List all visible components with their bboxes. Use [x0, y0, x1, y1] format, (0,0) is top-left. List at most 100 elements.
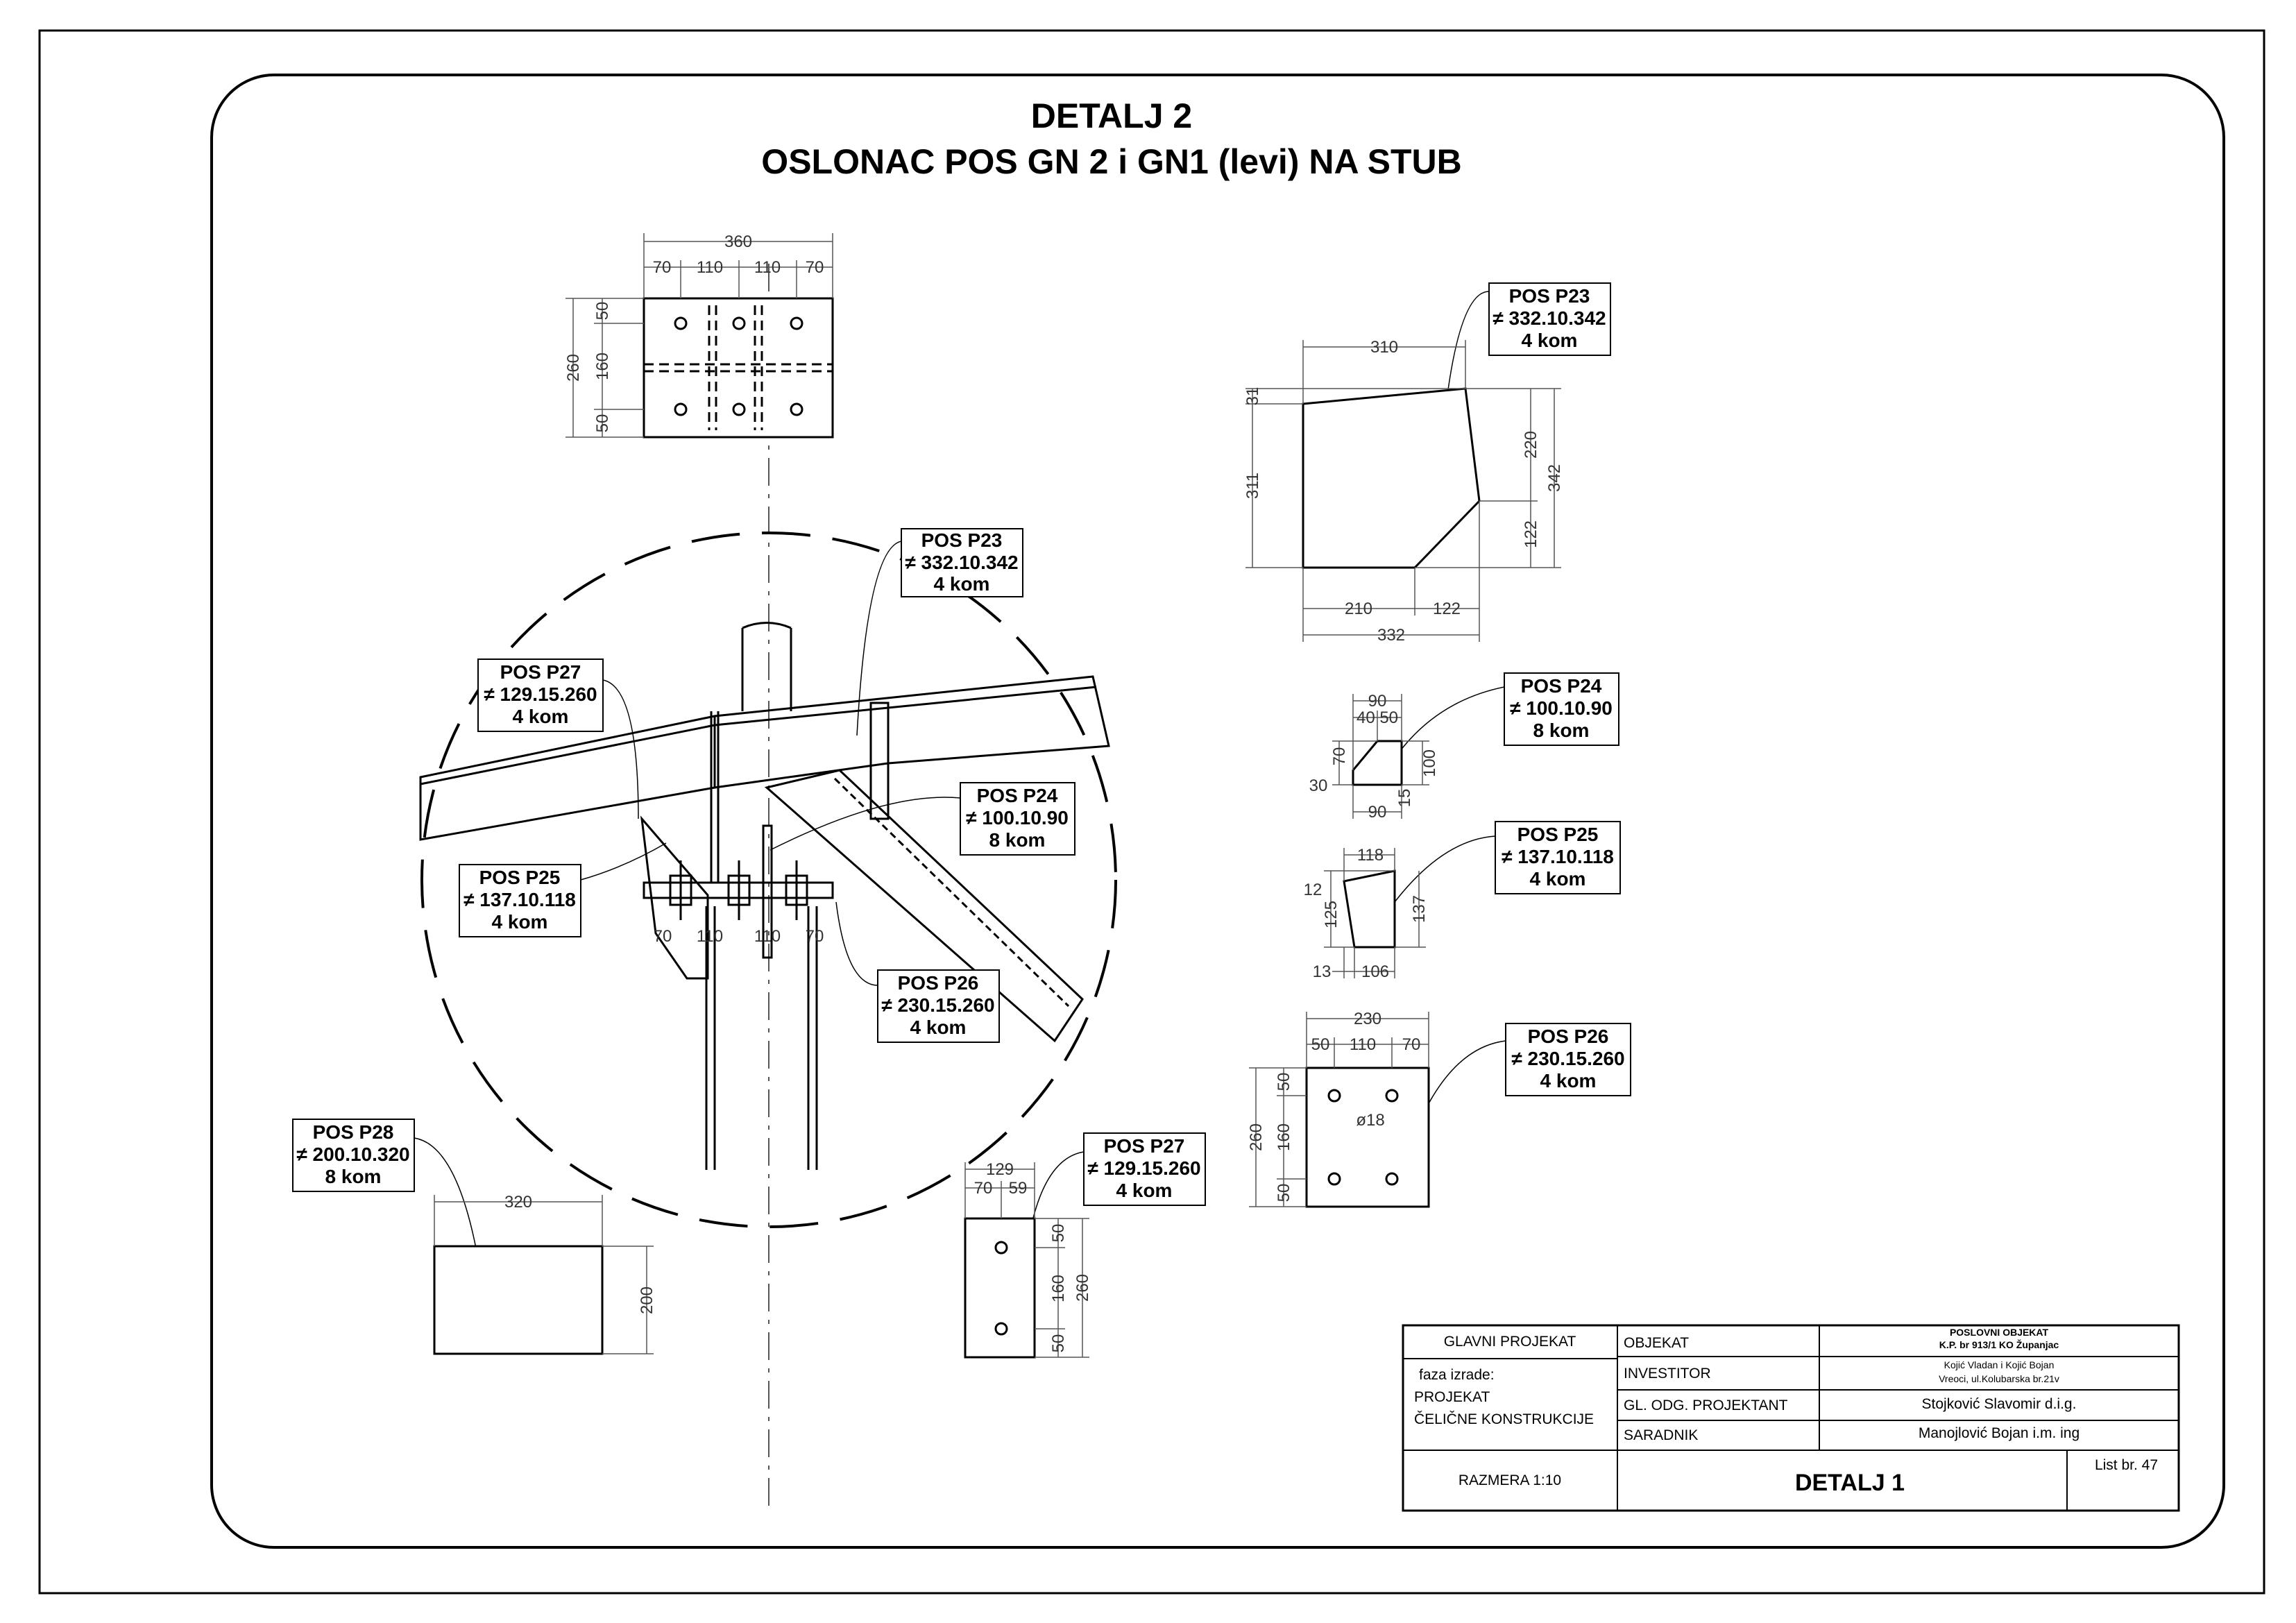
- p27-dim-right-seg-2: 160: [1049, 1275, 1068, 1302]
- tb-phase-2: ČELIČNE KONSTRUKCIJE: [1414, 1411, 1594, 1427]
- svg-text:4 kom: 4 kom: [492, 911, 548, 933]
- svg-text:≠ 100.10.90: ≠ 100.10.90: [1510, 697, 1613, 719]
- top-plate-dim-seg-2: 110: [697, 258, 723, 277]
- svg-text:≠ 100.10.90: ≠ 100.10.90: [966, 807, 1069, 829]
- callout-p27-detail: POS P27 ≠ 129.15.260 4 kom: [477, 658, 639, 819]
- svg-text:POS P26: POS P26: [898, 972, 979, 994]
- callout-p23-detail: POS P23 ≠ 332.10.342 4 kom: [856, 528, 1023, 736]
- p24-dim-top-split: 40 50: [1357, 708, 1398, 727]
- tb-investor-label: INVESTITOR: [1624, 1366, 1711, 1382]
- plate-p26: [1249, 1012, 1430, 1208]
- plate-p25: [1324, 848, 1426, 978]
- tb-phase-1: PROJEKAT: [1414, 1389, 1490, 1405]
- p23-dim-bottom-total: 332: [1377, 626, 1405, 645]
- tb-object-label: OBJEKAT: [1624, 1335, 1689, 1351]
- svg-text:8 kom: 8 kom: [1533, 720, 1590, 741]
- callout-p24-detail: POS P24 ≠ 100.10.90 8 kom: [769, 782, 1075, 856]
- callout-p27-part: POS P27 ≠ 129.15.260 4 kom: [1026, 1132, 1206, 1250]
- top-plate-dim-seg-4: 70: [806, 258, 824, 277]
- svg-text:POS P27: POS P27: [1104, 1135, 1185, 1157]
- top-plate-plan: [566, 233, 834, 439]
- svg-text:POS P28: POS P28: [313, 1121, 394, 1143]
- tb-investor-value-2: Vreoci, ul.Kolubarska br.21v: [1939, 1373, 2059, 1384]
- top-plate-dim-seg-1: 70: [653, 258, 672, 277]
- detail-circle: [420, 532, 1117, 1228]
- p28-dim-height: 200: [638, 1286, 656, 1314]
- detail-bolt-dim-1: 70: [654, 927, 672, 946]
- svg-text:≠ 129.15.260: ≠ 129.15.260: [484, 683, 597, 705]
- p25-dim-bottom-b: 106: [1361, 962, 1389, 981]
- p27-dim-right-total: 260: [1073, 1274, 1092, 1302]
- p26-dim-left-total: 260: [1247, 1123, 1266, 1151]
- p23-dim-right-bottom: 122: [1522, 520, 1540, 548]
- svg-text:8 kom: 8 kom: [989, 829, 1046, 851]
- p27-dim-top-seg-2: 59: [1009, 1179, 1028, 1198]
- top-plate-dim-height: 260: [564, 354, 583, 382]
- p25-dim-left-a: 12: [1304, 881, 1323, 899]
- svg-text:POS P24: POS P24: [1521, 675, 1602, 697]
- p25-dim-left-b: 125: [1322, 901, 1341, 928]
- p28-dim-width: 320: [504, 1193, 532, 1212]
- p25-dim-right: 137: [1410, 895, 1429, 923]
- title-line-2: OSLONAC POS GN 2 i GN1 (levi) NA STUB: [761, 142, 1461, 181]
- svg-text:4 kom: 4 kom: [1530, 868, 1586, 890]
- detail-bolt-dim-4: 70: [806, 927, 824, 946]
- p25-dim-bottom-a: 13: [1313, 962, 1332, 981]
- tb-designer-value: Stojković Slavomir d.i.g.: [1922, 1396, 2077, 1412]
- svg-text:≠ 230.15.260: ≠ 230.15.260: [1511, 1048, 1624, 1069]
- p23-dim-top: 310: [1370, 338, 1398, 357]
- callout-p24-part: POS P24 ≠ 100.10.90 8 kom: [1395, 672, 1619, 757]
- p24-dim-left-offset: 30: [1309, 776, 1328, 795]
- svg-text:POS P23: POS P23: [921, 529, 1003, 551]
- svg-text:POS P24: POS P24: [977, 785, 1058, 806]
- detail-bolt-dim-3: 110: [754, 927, 781, 946]
- svg-text:POS P23: POS P23: [1509, 285, 1590, 307]
- p26-dim-hole: ø18: [1356, 1111, 1384, 1130]
- p24-dim-top: 90: [1368, 692, 1387, 711]
- p26-dim-top: 230: [1354, 1010, 1381, 1028]
- top-plate-dim-v1: 50: [593, 302, 612, 321]
- p27-dim-top: 129: [986, 1160, 1014, 1179]
- p26-dim-top-seg-2: 110: [1350, 1035, 1376, 1054]
- top-plate-dim-seg-3: 110: [754, 258, 781, 277]
- tb-object-value-1: POSLOVNI OBJEKAT: [1950, 1327, 2049, 1338]
- p24-dim-bottom: 90: [1368, 803, 1387, 822]
- p23-dim-right-top: 220: [1522, 431, 1540, 459]
- svg-text:≠ 129.15.260: ≠ 129.15.260: [1087, 1157, 1200, 1179]
- tb-designer-label: GL. ODG. PROJEKTANT: [1624, 1397, 1788, 1413]
- svg-text:POS P25: POS P25: [479, 867, 561, 888]
- tb-drawing-title: DETALJ 1: [1795, 1470, 1905, 1496]
- p26-dim-top-seg-1: 50: [1311, 1035, 1330, 1054]
- svg-text:4 kom: 4 kom: [513, 706, 569, 727]
- plate-p27: [964, 1162, 1089, 1359]
- top-plate-dim-overall: 360: [724, 232, 752, 251]
- top-plate-dim-v3: 50: [593, 414, 612, 433]
- svg-text:≠ 230.15.260: ≠ 230.15.260: [881, 994, 994, 1016]
- p23-dim-bottom-a: 210: [1345, 600, 1372, 618]
- p27-dim-right-seg-3: 50: [1049, 1334, 1068, 1353]
- top-plate-dim-v2: 160: [593, 352, 612, 380]
- svg-text:4 kom: 4 kom: [910, 1017, 967, 1038]
- p23-dim-right-total: 342: [1545, 464, 1564, 492]
- svg-text:4 kom: 4 kom: [934, 573, 990, 595]
- p26-dim-left-seg-2: 160: [1275, 1123, 1293, 1151]
- tb-associate-value: Manojlović Bojan i.m. ing: [1919, 1425, 2080, 1441]
- tb-investor-value-1: Kojić Vladan i Kojić Bojan: [1944, 1359, 2055, 1370]
- p26-dim-left-seg-1: 50: [1275, 1073, 1293, 1091]
- detail-bolt-dim-2: 110: [697, 927, 723, 946]
- inner-rounded-frame: [210, 74, 2225, 1549]
- tb-sheet-no: List br. 47: [2095, 1457, 2158, 1473]
- p24-dim-left: 70: [1330, 747, 1349, 766]
- p26-dim-top-seg-3: 70: [1402, 1035, 1421, 1054]
- svg-text:≠ 332.10.342: ≠ 332.10.342: [905, 552, 1018, 573]
- p27-dim-right-seg-1: 50: [1049, 1224, 1068, 1243]
- callout-p25-detail: POS P25 ≠ 137.10.118 4 kom: [459, 842, 667, 937]
- p24-dim-right: 100: [1420, 749, 1439, 777]
- tb-associate-label: SARADNIK: [1624, 1427, 1698, 1443]
- svg-text:8 kom: 8 kom: [325, 1166, 382, 1187]
- tb-phase-label: faza izrade:: [1419, 1367, 1495, 1383]
- svg-text:4 kom: 4 kom: [1116, 1180, 1173, 1201]
- title-line-1: DETALJ 2: [1031, 96, 1192, 135]
- callout-p25-part: POS P25 ≠ 137.10.118 4 kom: [1394, 821, 1621, 903]
